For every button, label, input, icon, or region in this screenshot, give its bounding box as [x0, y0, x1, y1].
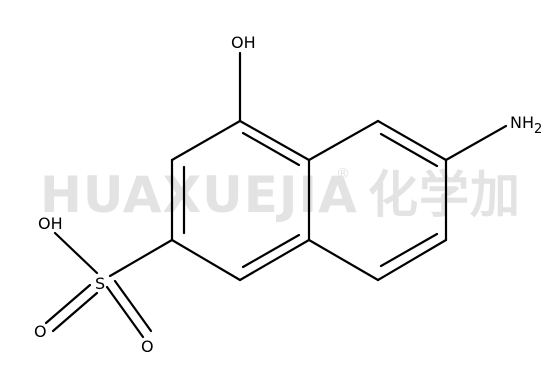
bond-s-o-right-b — [113, 279, 153, 333]
bond-c4-c3 — [170, 119, 242, 162]
oxo-left-label: O — [34, 322, 47, 341]
bond-c4a-c4 — [238, 119, 311, 162]
bond-s-o-left-b — [51, 291, 99, 333]
bond-c2-c1 — [170, 238, 242, 282]
oxo-right-label: O — [141, 337, 154, 356]
bond-c1-c8a-inner — [241, 233, 301, 269]
bond-c2-s — [108, 238, 174, 278]
bond-c1-c8a — [238, 238, 311, 282]
watermark-chinese: 化学加 — [368, 166, 521, 224]
sulfonic-hydroxyl-label: OH — [38, 214, 63, 233]
hydroxyl-label: OH — [231, 33, 256, 52]
bond-c4a-c5 — [307, 119, 380, 162]
watermark-registered-mark: ® — [336, 166, 350, 182]
bond-s-oh — [53, 231, 99, 275]
bond-s-o-right-a — [105, 285, 145, 339]
bond-c8-c8a — [307, 238, 380, 282]
amino-label: NH — [510, 113, 534, 132]
amino-subscript-label: 2 — [534, 122, 542, 137]
watermark: HUAXUEJIA ® 化学加 — [40, 166, 521, 224]
bond-c6-n — [444, 124, 508, 162]
watermark-latin: HUAXUEJIA — [40, 166, 358, 224]
bond-c4a-c4-inner — [241, 131, 301, 167]
bond-c7-c8-inner — [379, 232, 439, 268]
bonds — [44, 51, 508, 339]
bond-c5-c6 — [376, 119, 448, 162]
bond-s-o-left-a — [44, 283, 92, 325]
atom-labels: OH NH 2 OH S O O — [34, 33, 542, 356]
bond-c7-c8 — [376, 238, 448, 282]
sulfur-label: S — [95, 274, 105, 293]
bond-c5-c6-inner — [379, 132, 439, 168]
